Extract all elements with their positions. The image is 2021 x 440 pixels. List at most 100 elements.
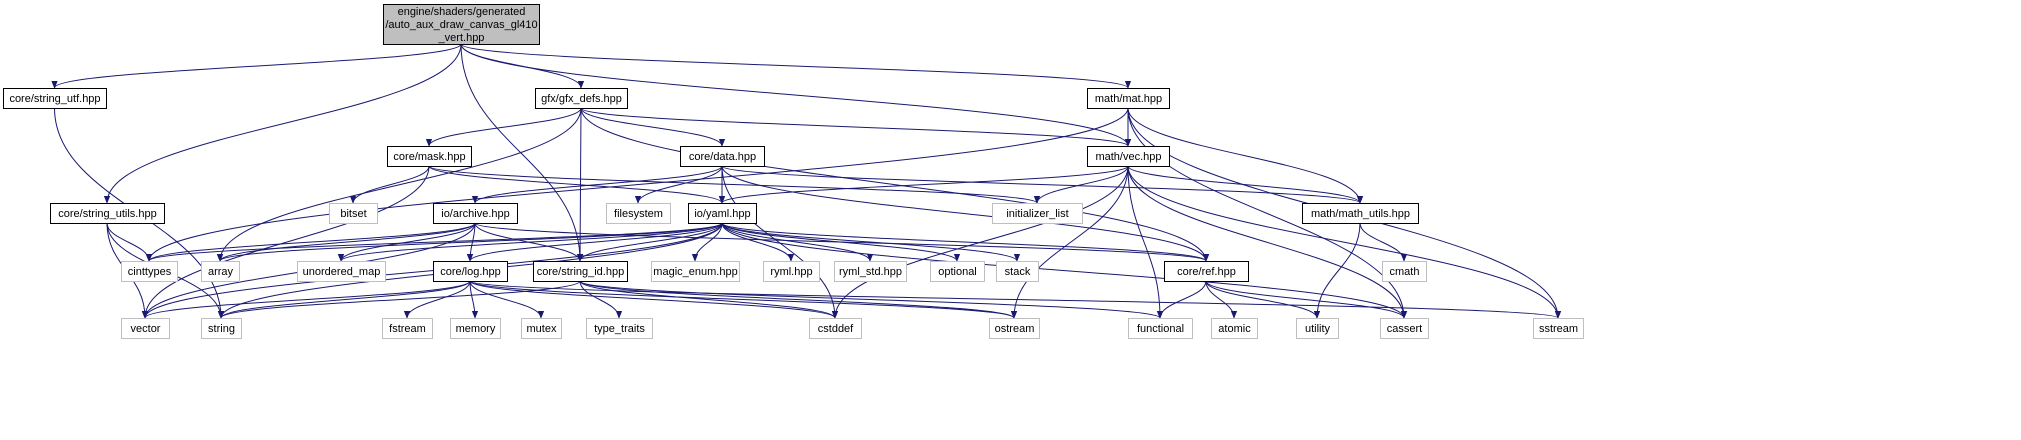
node-ostream: ostream	[989, 318, 1040, 339]
node-functional: functional	[1128, 318, 1193, 339]
node-data[interactable]: core/data.hpp	[680, 146, 765, 167]
node-atomic: atomic	[1211, 318, 1258, 339]
nodes-layer: engine/shaders/generated/auto_aux_draw_c…	[3, 4, 1584, 339]
edge-vec-to-yaml	[718, 165, 1129, 204]
node-string-id[interactable]: core/string_id.hpp	[533, 261, 628, 282]
node-box	[1211, 318, 1258, 339]
edge-log-to-string	[217, 280, 471, 319]
node-label: /auto_aux_draw_canvas_gl410	[385, 19, 537, 31]
edge-root-to-string-utf	[51, 43, 462, 89]
edge-vec-to-cassert	[1127, 165, 1408, 319]
node-initializer-list: initializer_list	[992, 203, 1083, 224]
node-box	[387, 146, 472, 167]
edge-root-to-string-utils	[103, 43, 462, 204]
node-gfx-defs[interactable]: gfx/gfx_defs.hpp	[535, 88, 628, 109]
edge-ref-to-atomic	[1205, 280, 1238, 319]
node-box	[992, 203, 1083, 224]
edge-data-to-filesystem	[634, 165, 723, 204]
edge-data-to-archive	[471, 165, 723, 204]
edge-string-id-to-ostream	[579, 280, 1018, 319]
edge-vec-to-cstddef	[831, 165, 1129, 319]
node-box	[688, 203, 757, 224]
node-box	[433, 261, 508, 282]
edge-vec-to-functional	[1127, 165, 1164, 319]
node-label: utility	[1305, 323, 1331, 335]
node-box	[680, 146, 765, 167]
node-mask[interactable]: core/mask.hpp	[387, 146, 472, 167]
edge-vec-to-ostream	[1010, 165, 1129, 319]
node-mat[interactable]: math/mat.hpp	[1087, 88, 1170, 109]
node-label: engine/shaders/generated	[398, 6, 526, 18]
node-math-utils[interactable]: math/math_utils.hpp	[1302, 203, 1419, 224]
node-label: core/data.hpp	[689, 151, 756, 163]
node-array: array	[201, 261, 240, 282]
node-label: core/mask.hpp	[393, 151, 465, 163]
edge-string-id-to-type-traits	[579, 280, 623, 319]
node-cstddef: cstddef	[809, 318, 862, 339]
node-box	[382, 318, 433, 339]
node-label: core/ref.hpp	[1177, 266, 1236, 278]
node-box	[201, 261, 240, 282]
node-vector: vector	[121, 318, 170, 339]
edge-mask-to-yaml	[428, 165, 726, 204]
node-cmath: cmath	[1382, 261, 1427, 282]
node-label: core/string_utf.hpp	[9, 93, 100, 105]
node-archive[interactable]: io/archive.hpp	[433, 203, 518, 224]
node-box	[989, 318, 1040, 339]
node-box	[930, 261, 985, 282]
node-label: io/archive.hpp	[441, 208, 510, 220]
edge-mat-to-cassert	[1127, 107, 1408, 319]
node-mutex: mutex	[521, 318, 562, 339]
node-box	[1382, 261, 1427, 282]
edge-log-to-memory	[469, 280, 479, 319]
node-box	[121, 261, 178, 282]
node-box	[606, 203, 671, 224]
node-stack: stack	[996, 261, 1039, 282]
node-box	[533, 261, 628, 282]
node-label: optional	[938, 266, 977, 278]
node-box	[763, 261, 820, 282]
edge-vec-to-math-utils	[1127, 165, 1364, 204]
edge-string-id-to-cstddef	[579, 280, 839, 319]
node-label: ostream	[995, 323, 1035, 335]
edge-yaml-to-cassert	[721, 222, 1408, 319]
node-label: math/vec.hpp	[1095, 151, 1161, 163]
node-box	[50, 203, 165, 224]
node-ref[interactable]: core/ref.hpp	[1164, 261, 1249, 282]
edge-yaml-to-ryml	[721, 222, 795, 262]
node-yaml[interactable]: io/yaml.hpp	[688, 203, 757, 224]
node-label: fstream	[389, 323, 426, 335]
node-box	[1533, 318, 1584, 339]
node-string-utf[interactable]: core/string_utf.hpp	[3, 88, 107, 109]
node-label: filesystem	[614, 208, 663, 220]
edge-mat-to-cinttypes	[145, 107, 1129, 262]
edge-mask-to-bitset	[349, 165, 430, 204]
node-label: mutex	[527, 323, 557, 335]
node-label: gfx/gfx_defs.hpp	[541, 93, 622, 105]
edge-data-to-ref	[721, 165, 1210, 262]
node-root[interactable]: engine/shaders/generated/auto_aux_draw_c…	[383, 4, 540, 45]
edge-log-to-fstream	[403, 280, 471, 319]
node-utility: utility	[1296, 318, 1339, 339]
node-box	[121, 318, 170, 339]
node-box	[586, 318, 653, 339]
node-box	[996, 261, 1039, 282]
node-vec[interactable]: math/vec.hpp	[1087, 146, 1170, 167]
edge-log-to-ostream	[469, 280, 1017, 319]
node-label: _vert.hpp	[438, 32, 485, 44]
edge-ref-to-cassert	[1205, 280, 1408, 319]
edge-archive-to-array	[216, 222, 476, 262]
node-memory: memory	[450, 318, 501, 339]
node-label: core/string_id.hpp	[537, 266, 624, 278]
node-label: vector	[131, 323, 161, 335]
node-box	[1128, 318, 1193, 339]
edge-gfx-defs-to-ref	[580, 107, 1210, 262]
node-log[interactable]: core/log.hpp	[433, 261, 508, 282]
edge-log-to-sstream	[469, 280, 1561, 319]
edge-yaml-to-optional	[721, 222, 961, 262]
node-label: io/yaml.hpp	[694, 208, 750, 220]
node-box	[834, 261, 907, 282]
node-box	[809, 318, 862, 339]
node-string-utils[interactable]: core/string_utils.hpp	[50, 203, 165, 224]
